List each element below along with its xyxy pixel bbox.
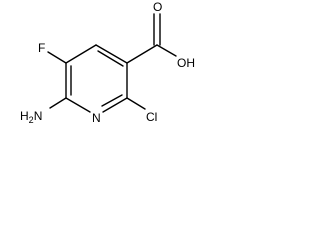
carbonyl-oxygen-label: O [153,0,162,14]
ring-nitrogen-label: N [92,111,101,125]
bond-carboxyl-coh [156,44,177,57]
bond-c2-n1-inner [101,94,123,107]
amino-subscript: 2 [29,115,34,125]
molecule-canvas: F O OH N Cl H2N [0,0,214,140]
bond-c2-cl [126,97,146,110]
bond-c4-c3-inner [97,50,124,67]
hydroxyl-label: OH [177,56,195,70]
bond-c6-nh2 [49,97,67,109]
amino-h: H [20,109,29,123]
structural-formula: F O OH N Cl H2N [20,0,195,125]
amino-n: N [34,109,43,123]
bond-c5-f [47,51,67,64]
chlorine-label: Cl [146,110,157,124]
bond-n1-c6 [65,97,91,113]
bond-c2-n1 [102,97,128,113]
fluorine-label: F [38,41,45,55]
bond-c5-c4 [65,44,97,64]
amino-label: H2N [20,109,42,125]
bond-c4-c3 [95,44,128,64]
bond-c3-ccarboxyl [126,44,158,64]
